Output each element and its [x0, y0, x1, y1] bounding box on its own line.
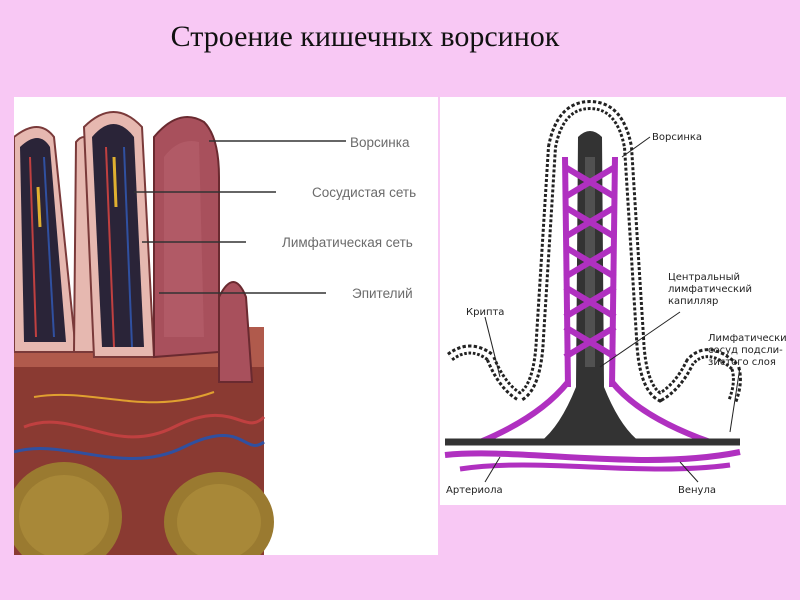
label-vessel-line2: сосуд подсли-: [708, 345, 783, 356]
capillary-network: [478, 156, 712, 445]
villus-schematic: Ворсинка Центральный лимфатический капил…: [444, 99, 786, 496]
villi-illustration-panel: Ворсинка Сосудистая сеть Лимфатическая с…: [14, 97, 438, 555]
label-central-line3: капилляр: [668, 296, 718, 307]
central-lacteal: [540, 131, 640, 442]
label-lymph-net: Лимфатическая сеть: [282, 235, 413, 250]
label-villus: Ворсинка: [652, 132, 702, 143]
villi-illustration: Ворсинка Сосудистая сеть Лимфатическая с…: [14, 111, 416, 555]
label-villus: Ворсинка: [350, 135, 410, 150]
label-arteriole: Артериола: [446, 485, 503, 496]
label-vessel-line3: зистого слоя: [708, 357, 776, 368]
villus-schematic-panel: Ворсинка Центральный лимфатический капил…: [440, 97, 786, 505]
label-vessel-line1: Лимфатический: [708, 333, 786, 344]
label-epithelium: Эпителий: [352, 286, 413, 301]
label-central-line1: Центральный: [668, 272, 740, 283]
label-venule: Венула: [678, 485, 716, 496]
label-crypt: Крипта: [466, 307, 504, 318]
villus-small: [218, 281, 254, 383]
slide-title: Строение кишечных ворсинок: [170, 20, 560, 53]
label-central-line2: лимфатический: [668, 284, 752, 295]
arteriole-vessel: [444, 449, 741, 463]
label-vascular-net: Сосудистая сеть: [312, 185, 416, 200]
venule-vessel: [459, 462, 731, 472]
